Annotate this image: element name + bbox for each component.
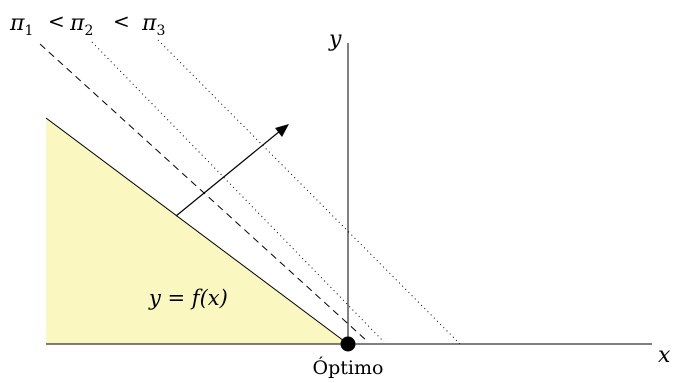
optimum-point (340, 336, 356, 352)
pi1-subscript: 1 (24, 23, 33, 39)
less-than-2: < (113, 9, 130, 33)
region-boundary-line (45, 117, 349, 345)
pi3-label: π3 (141, 11, 165, 39)
pi2-label: π2 (69, 11, 93, 39)
x-axis-label: x (658, 343, 671, 368)
pi3-subscript: 3 (156, 23, 165, 39)
pi1-label: π1 (9, 11, 33, 39)
less-than-1: < (48, 9, 65, 33)
region-label: y = f(x) (148, 286, 228, 310)
gradient-arrow (175, 130, 281, 217)
optimum-label: Óptimo (313, 356, 384, 379)
iso-line-pi1 (39, 43, 368, 342)
pi2-subscript: 2 (84, 23, 93, 39)
y-axis-label: y (328, 27, 342, 52)
gradient-arrowhead (275, 124, 289, 137)
